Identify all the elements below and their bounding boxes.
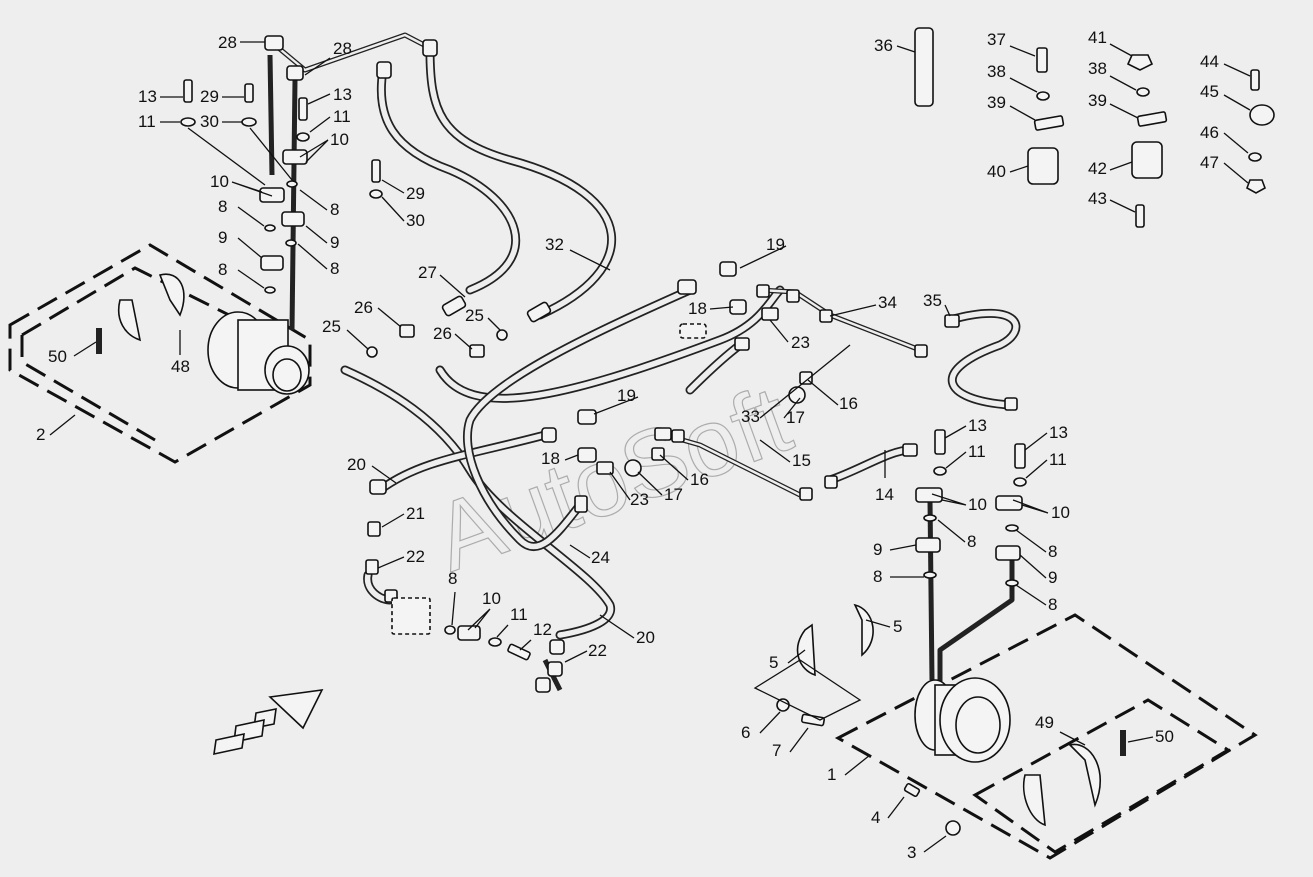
part-label-28: 28	[333, 39, 352, 58]
part-label-8: 8	[873, 567, 882, 586]
part-label-29: 29	[406, 184, 425, 203]
clamps-bolts-washers	[180, 79, 1027, 661]
part-label-38: 38	[1088, 59, 1107, 78]
part-label-19: 19	[766, 235, 785, 254]
part-label-8: 8	[218, 197, 227, 216]
part-label-21: 21	[406, 504, 425, 523]
part-label-20: 20	[636, 628, 655, 647]
part-label-47: 47	[1200, 153, 1219, 172]
part-label-45: 45	[1200, 82, 1219, 101]
part-label-49: 49	[1035, 713, 1054, 732]
part-label-37: 37	[987, 30, 1006, 49]
part-label-24: 24	[591, 548, 610, 567]
part-label-11: 11	[510, 605, 528, 624]
part-label-8: 8	[1048, 542, 1057, 561]
part-label-10: 10	[482, 589, 501, 608]
part-label-40: 40	[987, 162, 1006, 181]
part-label-42: 42	[1088, 159, 1107, 178]
part-label-32: 32	[545, 235, 564, 254]
part-label-19: 19	[617, 386, 636, 405]
part-label-33: 33	[741, 407, 760, 426]
part-label-17: 17	[664, 485, 683, 504]
part-label-50: 50	[1155, 727, 1174, 746]
part-label-23: 23	[630, 490, 649, 509]
part-label-8: 8	[330, 259, 339, 278]
part-label-9: 9	[218, 228, 227, 247]
part-label-35: 35	[923, 291, 942, 310]
part-label-38: 38	[987, 62, 1006, 81]
part-label-16: 16	[690, 470, 709, 489]
part-label-41: 41	[1088, 28, 1107, 47]
direction-arrow	[213, 689, 324, 756]
part-label-27: 27	[418, 263, 437, 282]
part-label-10: 10	[210, 172, 229, 191]
part-label-14: 14	[875, 485, 894, 504]
part-label-10: 10	[968, 495, 987, 514]
part-label-11: 11	[1049, 450, 1067, 469]
part-label-11: 11	[333, 107, 351, 126]
part-label-23: 23	[791, 333, 810, 352]
part-label-30: 30	[200, 112, 219, 131]
part-label-18: 18	[688, 299, 707, 318]
part-label-4: 4	[871, 808, 880, 827]
left-hydraulic-motor	[96, 273, 310, 395]
part-label-44: 44	[1200, 52, 1219, 71]
part-label-8: 8	[218, 260, 227, 279]
part-label-8: 8	[330, 200, 339, 219]
right-hydraulic-motor	[776, 603, 1126, 836]
part-label-22: 22	[406, 547, 425, 566]
part-label-36: 36	[874, 36, 893, 55]
part-label-30: 30	[406, 211, 425, 230]
part-label-50: 50	[48, 347, 67, 366]
part-label-29: 29	[200, 87, 219, 106]
part-label-1: 1	[827, 765, 836, 784]
part-label-43: 43	[1088, 189, 1107, 208]
part-label-9: 9	[1048, 568, 1057, 587]
left-motor-assembly-frame	[8, 243, 312, 464]
part-label-7: 7	[772, 741, 781, 760]
part-label-9: 9	[873, 540, 882, 559]
part-label-16: 16	[839, 394, 858, 413]
part-label-15: 15	[792, 451, 811, 470]
part-label-10: 10	[1051, 503, 1070, 522]
part-label-11: 11	[968, 442, 986, 461]
part-label-13: 13	[1049, 423, 1068, 442]
part-label-22: 22	[588, 641, 607, 660]
fittings	[264, 35, 1018, 693]
part-label-2: 2	[36, 425, 45, 444]
part-label-11: 11	[138, 112, 156, 131]
part-label-25: 25	[465, 306, 484, 325]
part-label-26: 26	[433, 324, 452, 343]
part-label-3: 3	[907, 843, 916, 862]
part-label-9: 9	[330, 233, 339, 252]
part-label-12: 12	[533, 620, 552, 639]
part-label-5: 5	[769, 653, 778, 672]
part-label-34: 34	[878, 293, 897, 312]
part-label-5: 5	[893, 617, 902, 636]
part-label-28: 28	[218, 33, 237, 52]
accessory-parts	[914, 27, 1275, 228]
part-label-13: 13	[333, 85, 352, 104]
part-label-20: 20	[347, 455, 366, 474]
part-label-39: 39	[987, 93, 1006, 112]
part-label-26: 26	[354, 298, 373, 317]
rigid-pipes	[267, 32, 1015, 692]
part-label-48: 48	[171, 357, 190, 376]
part-label-10: 10	[330, 130, 349, 149]
part-label-8: 8	[967, 532, 976, 551]
part-label-13: 13	[968, 416, 987, 435]
part-label-8: 8	[1048, 595, 1057, 614]
leader-lines	[49, 41, 1251, 853]
part-label-13: 13	[138, 87, 157, 106]
part-label-39: 39	[1088, 91, 1107, 110]
part-label-18: 18	[541, 449, 560, 468]
part-label-8: 8	[448, 569, 457, 588]
part-label-46: 46	[1200, 123, 1219, 142]
right-motor-assembly-frame	[834, 613, 1258, 860]
part-label-6: 6	[741, 723, 750, 742]
part-label-25: 25	[322, 317, 341, 336]
part-label-17: 17	[786, 408, 805, 427]
